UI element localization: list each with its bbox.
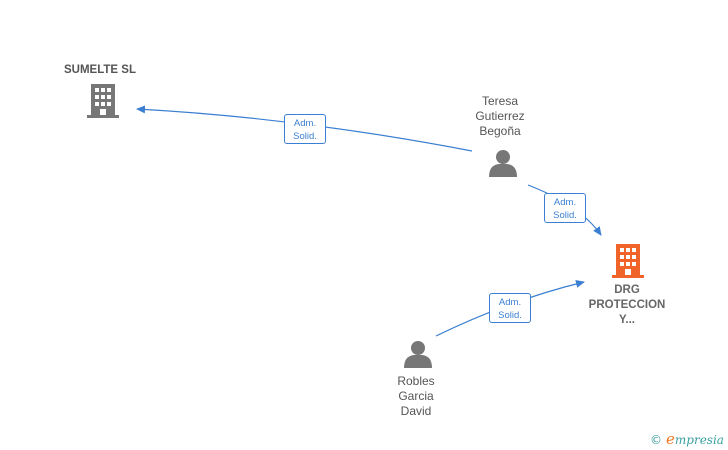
copyright-icon: © [650, 433, 662, 447]
building-icon[interactable] [612, 244, 644, 278]
node-label-robles[interactable]: Robles Garcia David [397, 374, 435, 418]
building-icon[interactable] [87, 84, 119, 118]
brand-initial: e [666, 430, 675, 448]
node-label-drg[interactable]: DRG PROTECCION Y... [588, 284, 666, 326]
edge-label-teresa-sumelte: Adm. Solid. [284, 114, 326, 144]
node-label-sumelte[interactable]: SUMELTE SL [64, 64, 136, 76]
edge-label-teresa-drg: Adm. Solid. [544, 193, 586, 223]
node-label-teresa[interactable]: Teresa Gutierrez Begoña [475, 94, 525, 138]
empresia-watermark: © empresia [650, 430, 724, 448]
brand-name: mpresia [674, 433, 724, 447]
edge-label-robles-drg: Adm. Solid. [489, 293, 531, 323]
person-icon[interactable] [489, 150, 517, 177]
person-icon[interactable] [404, 341, 432, 368]
